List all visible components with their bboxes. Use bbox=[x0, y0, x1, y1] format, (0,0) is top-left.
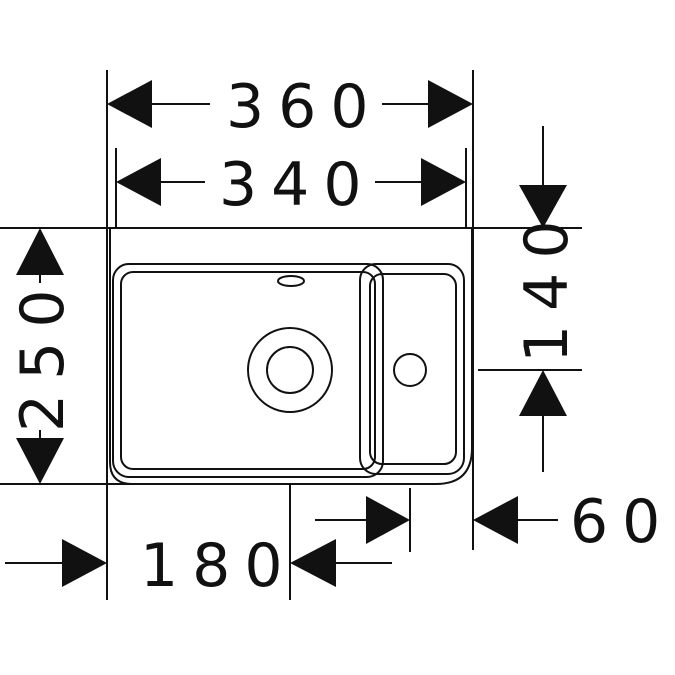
main-bowl-outer bbox=[112, 263, 384, 478]
main-bowl-inner bbox=[120, 271, 376, 470]
arrow-250-top bbox=[16, 228, 64, 275]
arrow-60 bbox=[473, 496, 518, 544]
dim-label-60: 60 bbox=[570, 487, 674, 557]
tap-deck-inner bbox=[369, 273, 457, 465]
dim-label-340: 340 bbox=[219, 150, 376, 220]
basin-outer-edge bbox=[109, 228, 473, 485]
overflow-slot-icon bbox=[277, 275, 305, 287]
dim-label-250: 250 bbox=[8, 275, 78, 432]
arrow-140-top bbox=[519, 185, 567, 228]
arrow-360-right bbox=[428, 80, 473, 128]
drain-outer-ring bbox=[247, 327, 333, 413]
drain-inner-ring bbox=[266, 346, 314, 394]
dim-label-180: 180 bbox=[140, 531, 297, 601]
tap-hole bbox=[393, 353, 427, 387]
tap-deck-outer bbox=[359, 263, 465, 475]
arrow-tap-offset bbox=[366, 496, 410, 544]
arrow-140-bottom bbox=[519, 370, 567, 416]
dim-label-360: 360 bbox=[226, 72, 383, 142]
arrow-340-right bbox=[421, 158, 466, 206]
arrow-250-bottom bbox=[16, 438, 64, 484]
arrow-360-left bbox=[107, 80, 152, 128]
dim-label-140: 140 bbox=[512, 206, 582, 363]
arrow-180-right bbox=[290, 539, 336, 587]
arrow-180-left bbox=[62, 539, 107, 587]
arrow-340-left bbox=[116, 158, 161, 206]
